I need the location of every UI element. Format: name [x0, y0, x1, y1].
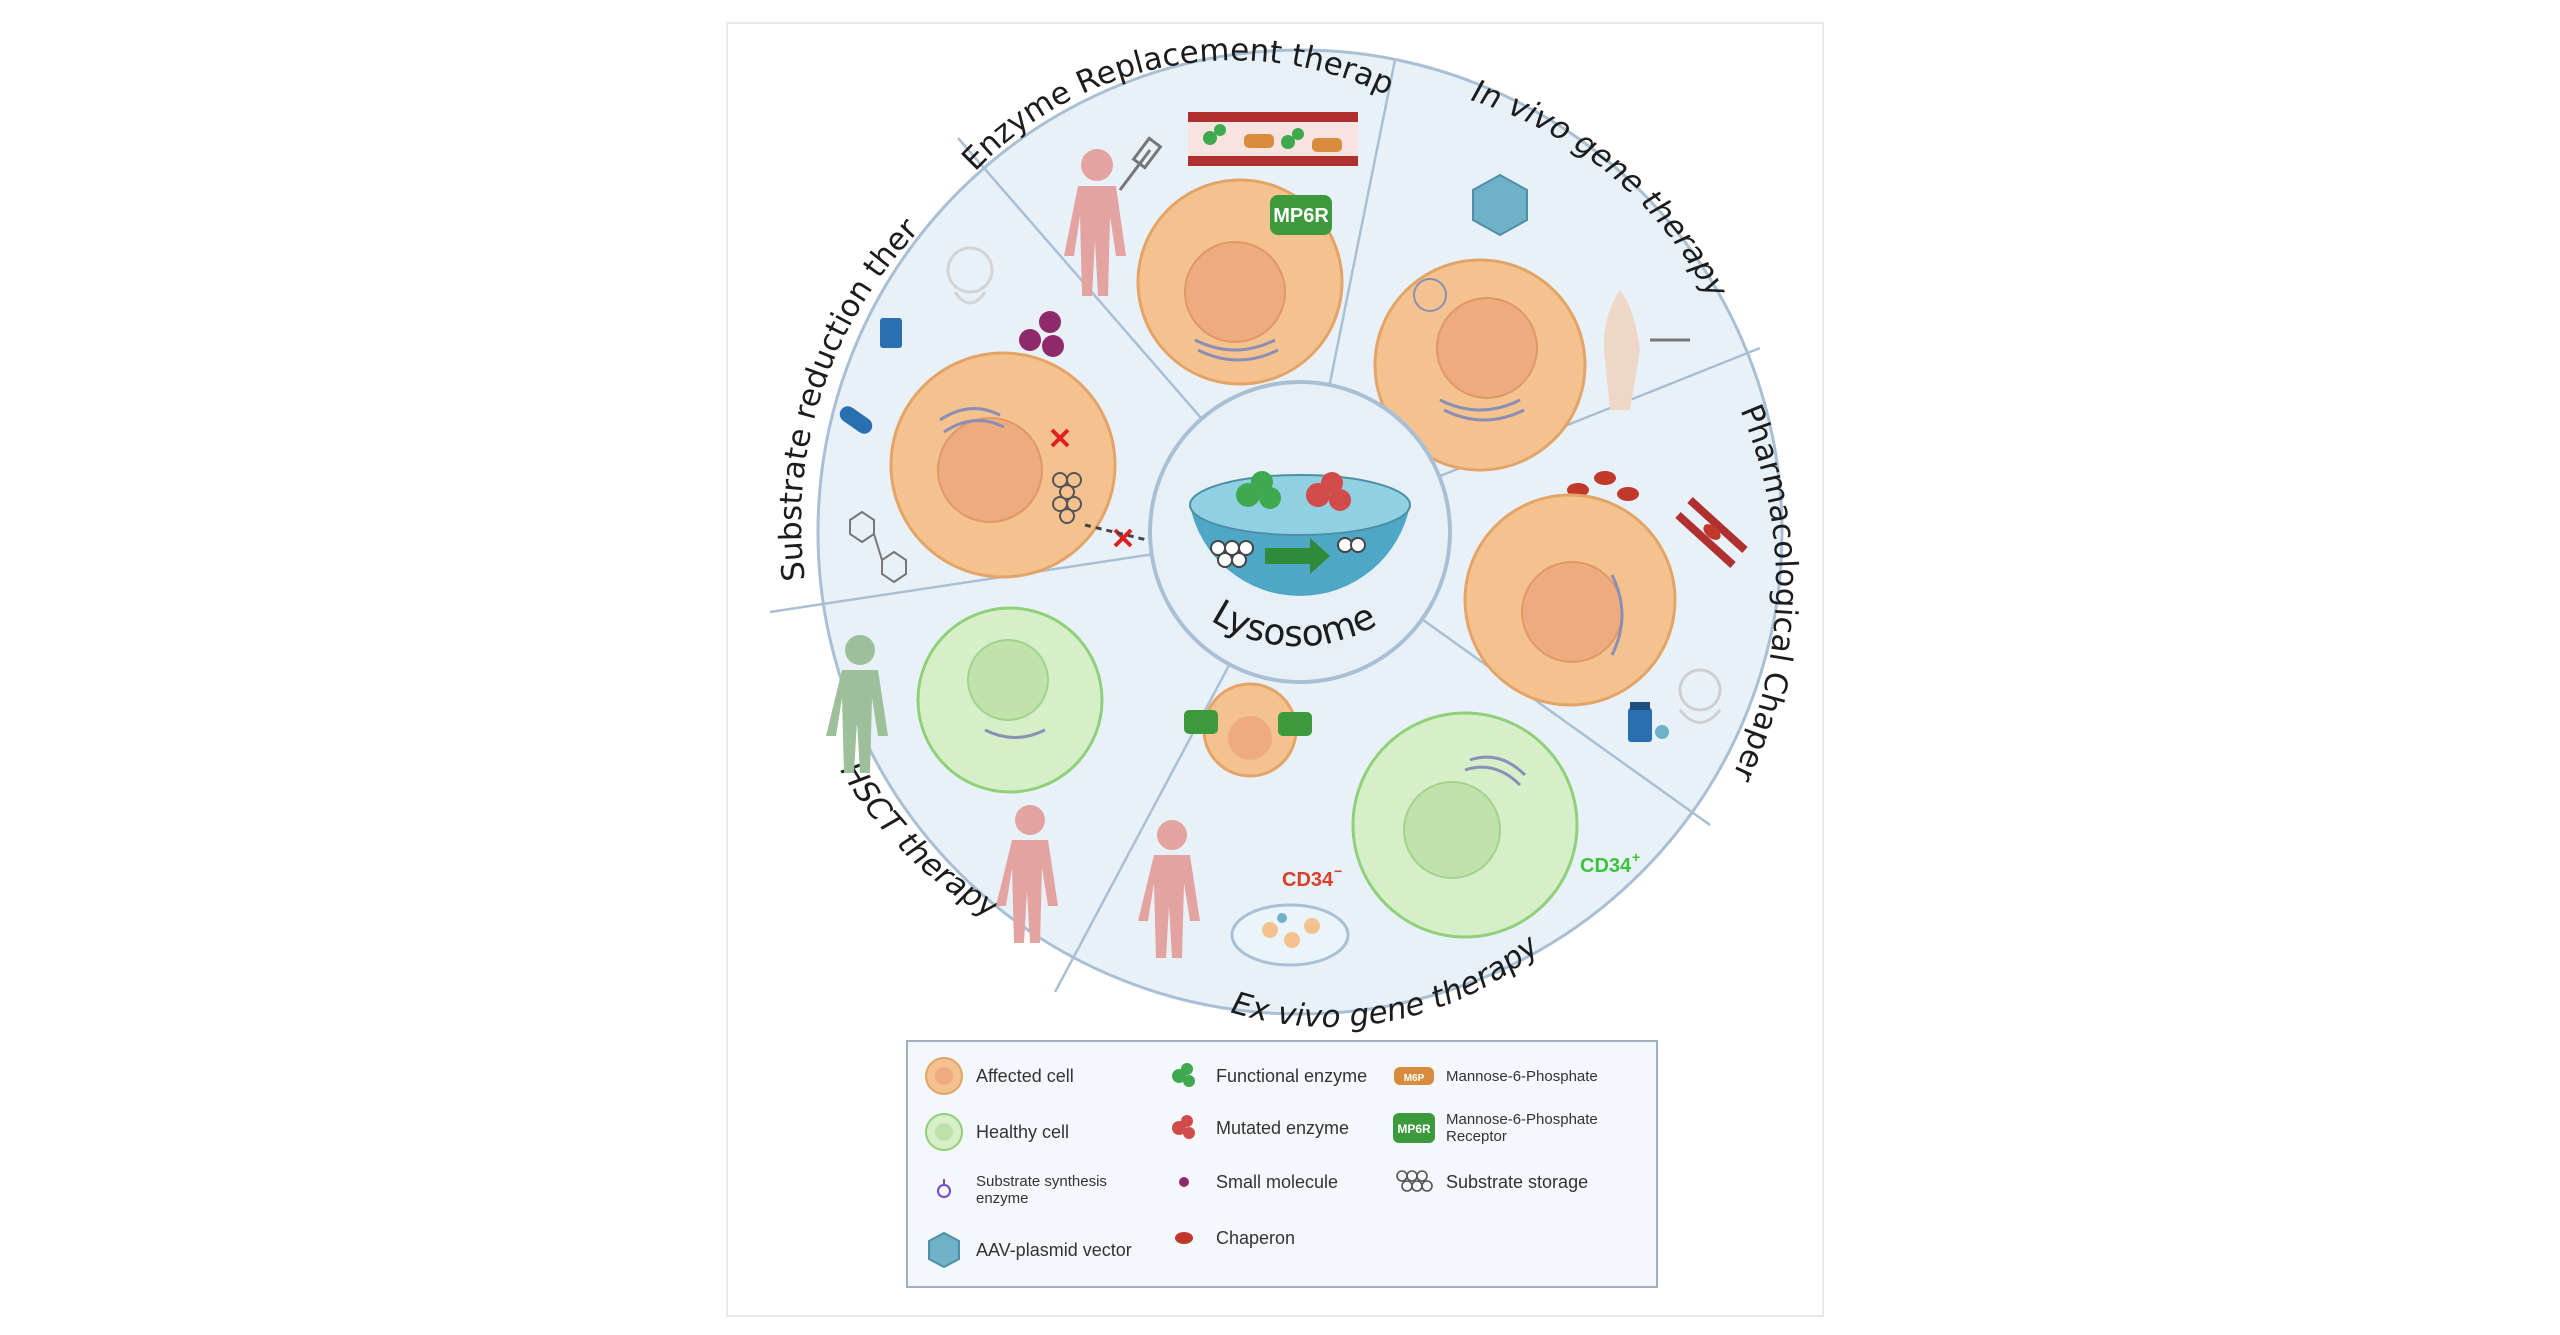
legend-aav-plasmid-vector: AAV-plasmid vector — [920, 1230, 1132, 1270]
functional-enzyme-in-lysosome — [1236, 471, 1281, 509]
affected-cell-ivg — [1373, 258, 1587, 472]
patient-head-icon — [1678, 668, 1722, 724]
blood-vessel-icon — [1188, 112, 1358, 166]
cd34-negative-label: CD34 — [1282, 869, 1334, 891]
legend-healthy-cell: Healthy cell — [920, 1112, 1069, 1152]
healthy-donor-figure-icon — [826, 635, 888, 773]
affected-cell-srt — [889, 351, 1117, 579]
legend-substrate-storage: Substrate storage — [1390, 1162, 1588, 1202]
medicine-bottle-icon — [1628, 702, 1669, 742]
healthy-cell-evg — [1351, 711, 1579, 939]
petri-dish-icon — [1230, 903, 1350, 967]
molecule-structure-icon — [849, 510, 907, 584]
legend-mannose-6-phosphate: M6P Mannose-6-Phosphate — [1390, 1056, 1598, 1096]
legend-mutated-enzyme: Mutated enzyme — [1160, 1108, 1349, 1148]
chaperon-vessel-icon — [1675, 497, 1748, 568]
sector-title-substrate-reduction: Substrate reduction therapy — [0, 0, 926, 583]
cd34-positive-label: CD34 — [1580, 855, 1632, 877]
degradation-arrow — [1265, 538, 1330, 574]
human-figure-icon — [996, 805, 1058, 943]
pill-icon — [839, 318, 902, 434]
legend-functional-enzyme: Functional enzyme — [1160, 1056, 1367, 1096]
legend-mannose-6-phosphate-receptor: MP6R Mannose-6-Phosphate Receptor — [1390, 1108, 1650, 1148]
mutated-enzyme-in-lysosome — [1306, 472, 1351, 511]
affected-cell-pc — [1463, 493, 1677, 707]
legend: Affected cell Healthy cell Substrate syn… — [906, 1040, 1658, 1288]
cd34-negative-sup: − — [1334, 863, 1342, 879]
mp6r-receptor: MP6R — [1270, 195, 1332, 235]
human-figure-icon — [1064, 149, 1126, 296]
legend-chaperon: Chaperon — [1160, 1218, 1295, 1258]
legend-substrate-synthesis-enzyme: Substrate synthesis enzyme — [920, 1170, 1130, 1210]
svg-text:MP6R: MP6R — [1397, 1122, 1431, 1136]
arm-injection-icon — [1604, 290, 1690, 410]
cd34-positive-sup: + — [1632, 849, 1640, 865]
svg-text:M6P: M6P — [1404, 1073, 1425, 1084]
substrate-storage-icon — [1052, 472, 1082, 524]
human-figure-icon — [1138, 820, 1200, 958]
patient-head-icon — [946, 246, 994, 305]
lysosome-rim — [1189, 474, 1411, 536]
legend-affected-cell: Affected cell — [920, 1056, 1074, 1096]
chaperon-molecules — [1567, 471, 1639, 501]
affected-cell-evg — [1184, 682, 1312, 778]
healthy-cell-hsct — [916, 606, 1104, 794]
syringe-icon — [1118, 136, 1163, 191]
svg-text:MP6R: MP6R — [1273, 205, 1329, 227]
aav-vector-icon — [1472, 173, 1528, 237]
legend-small-molecule: Small molecule — [1160, 1162, 1338, 1202]
substrate-in-lysosome — [1210, 537, 1366, 568]
small-molecule-cluster — [1019, 311, 1064, 357]
